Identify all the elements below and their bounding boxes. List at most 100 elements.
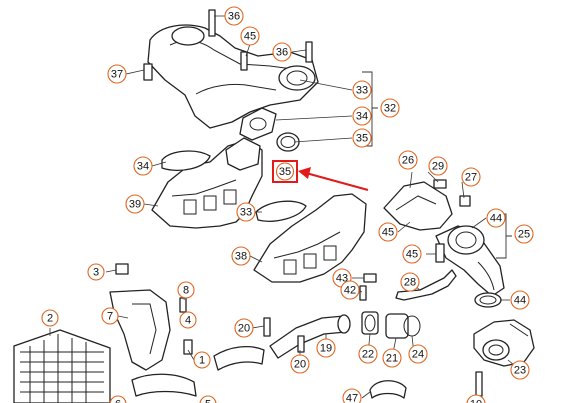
- callout-4: 4: [179, 311, 197, 329]
- callout-20: 20: [290, 354, 310, 374]
- callout-circle: [514, 224, 534, 244]
- callout-number: 19: [320, 343, 332, 355]
- callout-circle: [290, 354, 310, 374]
- callout-circle: [510, 360, 530, 380]
- callout-circle: [179, 311, 197, 329]
- bracket-7: [109, 289, 171, 371]
- callout-22: 22: [358, 344, 378, 364]
- callout-44: 44: [486, 208, 506, 228]
- callout-45: 45: [240, 26, 260, 46]
- callout-number: 36: [276, 47, 288, 59]
- callout-10: 10: [466, 394, 486, 403]
- callout-34: 34: [133, 156, 153, 176]
- callout-number: 34: [137, 161, 149, 173]
- callout-29: 29: [428, 156, 448, 176]
- callout-number: 20: [294, 359, 306, 371]
- callout-circle: [133, 156, 153, 176]
- callout-circle: [352, 80, 372, 100]
- callout-45: 45: [378, 222, 398, 242]
- callout-26: 26: [398, 150, 418, 170]
- callout-28: 28: [400, 272, 420, 292]
- callout-19: 19: [316, 338, 336, 358]
- callout-33: 33: [352, 80, 372, 100]
- highlight-callout-text: 35: [279, 166, 291, 178]
- callout-number: 33: [240, 207, 252, 219]
- callout-number: 26: [402, 155, 414, 167]
- bolts: [115, 9, 483, 397]
- callout-5: 5: [199, 395, 217, 403]
- callout-number: 5: [205, 399, 211, 403]
- callout-6: 6: [109, 395, 127, 403]
- callout-number: 45: [406, 249, 418, 261]
- callout-circle: [510, 290, 530, 310]
- callout-38: 38: [231, 246, 251, 266]
- callout-circle: [224, 6, 244, 26]
- highlight-callout-circle: [275, 162, 295, 181]
- callout-3: 3: [87, 263, 105, 281]
- callout-25: 25: [514, 224, 534, 244]
- intake-manifold-right: [253, 193, 367, 283]
- callout-circle: [352, 128, 372, 148]
- callout-20: 20: [234, 318, 254, 338]
- callout-number: 29: [432, 161, 444, 173]
- callout-number: 37: [111, 69, 123, 81]
- callout-circle: [382, 348, 402, 368]
- callout-circle: [125, 194, 145, 214]
- callout-number: 22: [362, 349, 374, 361]
- callout-number: 44: [514, 295, 526, 307]
- callout-number: 4: [185, 315, 191, 327]
- callout-47: 47: [342, 388, 362, 403]
- callout-circle: [199, 395, 217, 403]
- callout-32: 32: [380, 98, 400, 118]
- callout-number: 25: [518, 229, 530, 241]
- callout-number: 34: [356, 111, 368, 123]
- callout-number: 23: [514, 365, 526, 377]
- callout-circle: [272, 42, 292, 62]
- callout-circle: [428, 156, 448, 176]
- charge-air-pipe: [269, 311, 421, 359]
- callout-number: 3: [93, 267, 99, 279]
- callout-circle: [87, 263, 105, 281]
- egr-elbow-assembly: [383, 181, 505, 297]
- callout-35: 35: [352, 128, 372, 148]
- throttle-housing: [473, 319, 535, 367]
- callout-circle: [340, 280, 360, 300]
- callout-number: 38: [235, 251, 247, 263]
- callout-number: 27: [465, 172, 477, 184]
- support-bracket: [395, 269, 457, 301]
- callout-34: 34: [352, 106, 372, 126]
- callout-36: 36: [272, 42, 292, 62]
- callout-number: 35: [356, 133, 368, 145]
- hose-6: [131, 373, 197, 397]
- callout-circle: [398, 150, 418, 170]
- callout-circle: [236, 202, 256, 222]
- callout-45: 45: [402, 244, 422, 264]
- callout-number: 7: [107, 311, 113, 323]
- callout-23: 23: [510, 360, 530, 380]
- callout-42: 42: [340, 280, 360, 300]
- callout-number: 1: [199, 355, 205, 367]
- callout-number: 39: [129, 199, 141, 211]
- callout-number: 45: [382, 227, 394, 239]
- callout-number: 10: [470, 399, 482, 403]
- callout-circle: [109, 395, 127, 403]
- callout-circle: [461, 167, 481, 187]
- upper-intake-elbow: [147, 24, 319, 129]
- callout-circle: [486, 208, 506, 228]
- callout-number: 21: [386, 353, 398, 365]
- elbow-flange: [239, 107, 300, 152]
- callout-circle: [402, 244, 422, 264]
- callout-1: 1: [193, 351, 211, 369]
- highlight-annotation: 35: [272, 160, 369, 192]
- callout-39: 39: [125, 194, 145, 214]
- callout-circle: [193, 351, 211, 369]
- callout-number: 36: [228, 11, 240, 23]
- callout-2: 2: [41, 309, 59, 327]
- callout-circle: [107, 64, 127, 84]
- callout-36: 36: [224, 6, 244, 26]
- hose-clamp: [369, 380, 407, 399]
- callout-number: 28: [404, 277, 416, 289]
- callout-number: 44: [490, 213, 502, 225]
